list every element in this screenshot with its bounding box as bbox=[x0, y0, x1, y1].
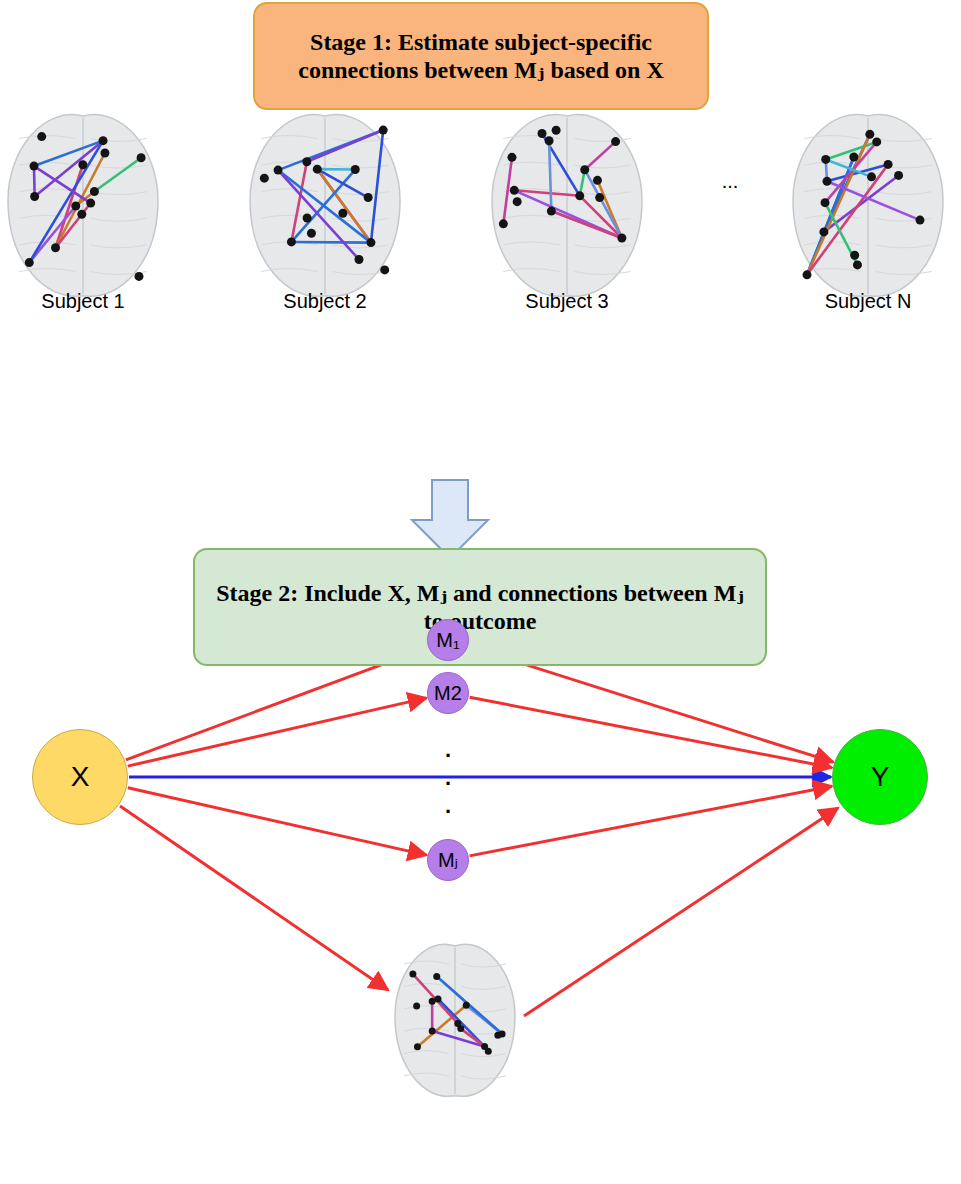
mediation-arrow bbox=[470, 786, 832, 856]
brain-figure bbox=[492, 115, 642, 297]
mediation-arrow bbox=[128, 698, 427, 766]
brain-figure bbox=[250, 115, 400, 297]
mediator-circle: Mⱼ bbox=[427, 839, 469, 881]
node-text: M2 bbox=[434, 682, 462, 705]
x-to-network-line bbox=[120, 806, 388, 990]
mediation-arrow bbox=[470, 697, 832, 767]
mediation-arrow bbox=[128, 788, 427, 855]
ellipsis-mark: . bbox=[445, 793, 451, 819]
ellipsis-mark: . bbox=[445, 737, 451, 763]
ellipsis-mark: ... bbox=[722, 170, 739, 193]
variable-circle: Y bbox=[832, 729, 928, 825]
brain-illustrations bbox=[8, 115, 943, 1097]
node-text: Stage 2: Include X, Mⱼ and connections b… bbox=[211, 579, 749, 636]
mediator-circle: M₁ bbox=[427, 619, 469, 661]
variable-circle: X bbox=[32, 729, 128, 825]
subject-label: Subject 1 bbox=[41, 290, 124, 313]
node-text: X bbox=[71, 761, 90, 793]
block-arrow bbox=[412, 480, 488, 558]
node-text: Y bbox=[871, 761, 890, 793]
node-text: Stage 1: Estimate subject-specific conne… bbox=[271, 28, 691, 85]
mediator-circle: M2 bbox=[427, 672, 469, 714]
stage-box: Stage 1: Estimate subject-specific conne… bbox=[253, 2, 709, 110]
subject-label: Subject 2 bbox=[283, 290, 366, 313]
ellipsis-mark: . bbox=[445, 765, 451, 791]
direct-effect-arrow bbox=[129, 776, 831, 779]
brain-figure bbox=[395, 944, 515, 1096]
stage-box: Stage 2: Include X, Mⱼ and connections b… bbox=[193, 548, 767, 666]
subject-label: Subject N bbox=[825, 290, 912, 313]
node-text: M₁ bbox=[436, 629, 459, 652]
node-text: Mⱼ bbox=[438, 848, 458, 872]
subject-label: Subject 3 bbox=[525, 290, 608, 313]
network-to-y-line bbox=[524, 808, 838, 1016]
brain-figure bbox=[793, 115, 943, 297]
brain-figure bbox=[8, 115, 158, 297]
